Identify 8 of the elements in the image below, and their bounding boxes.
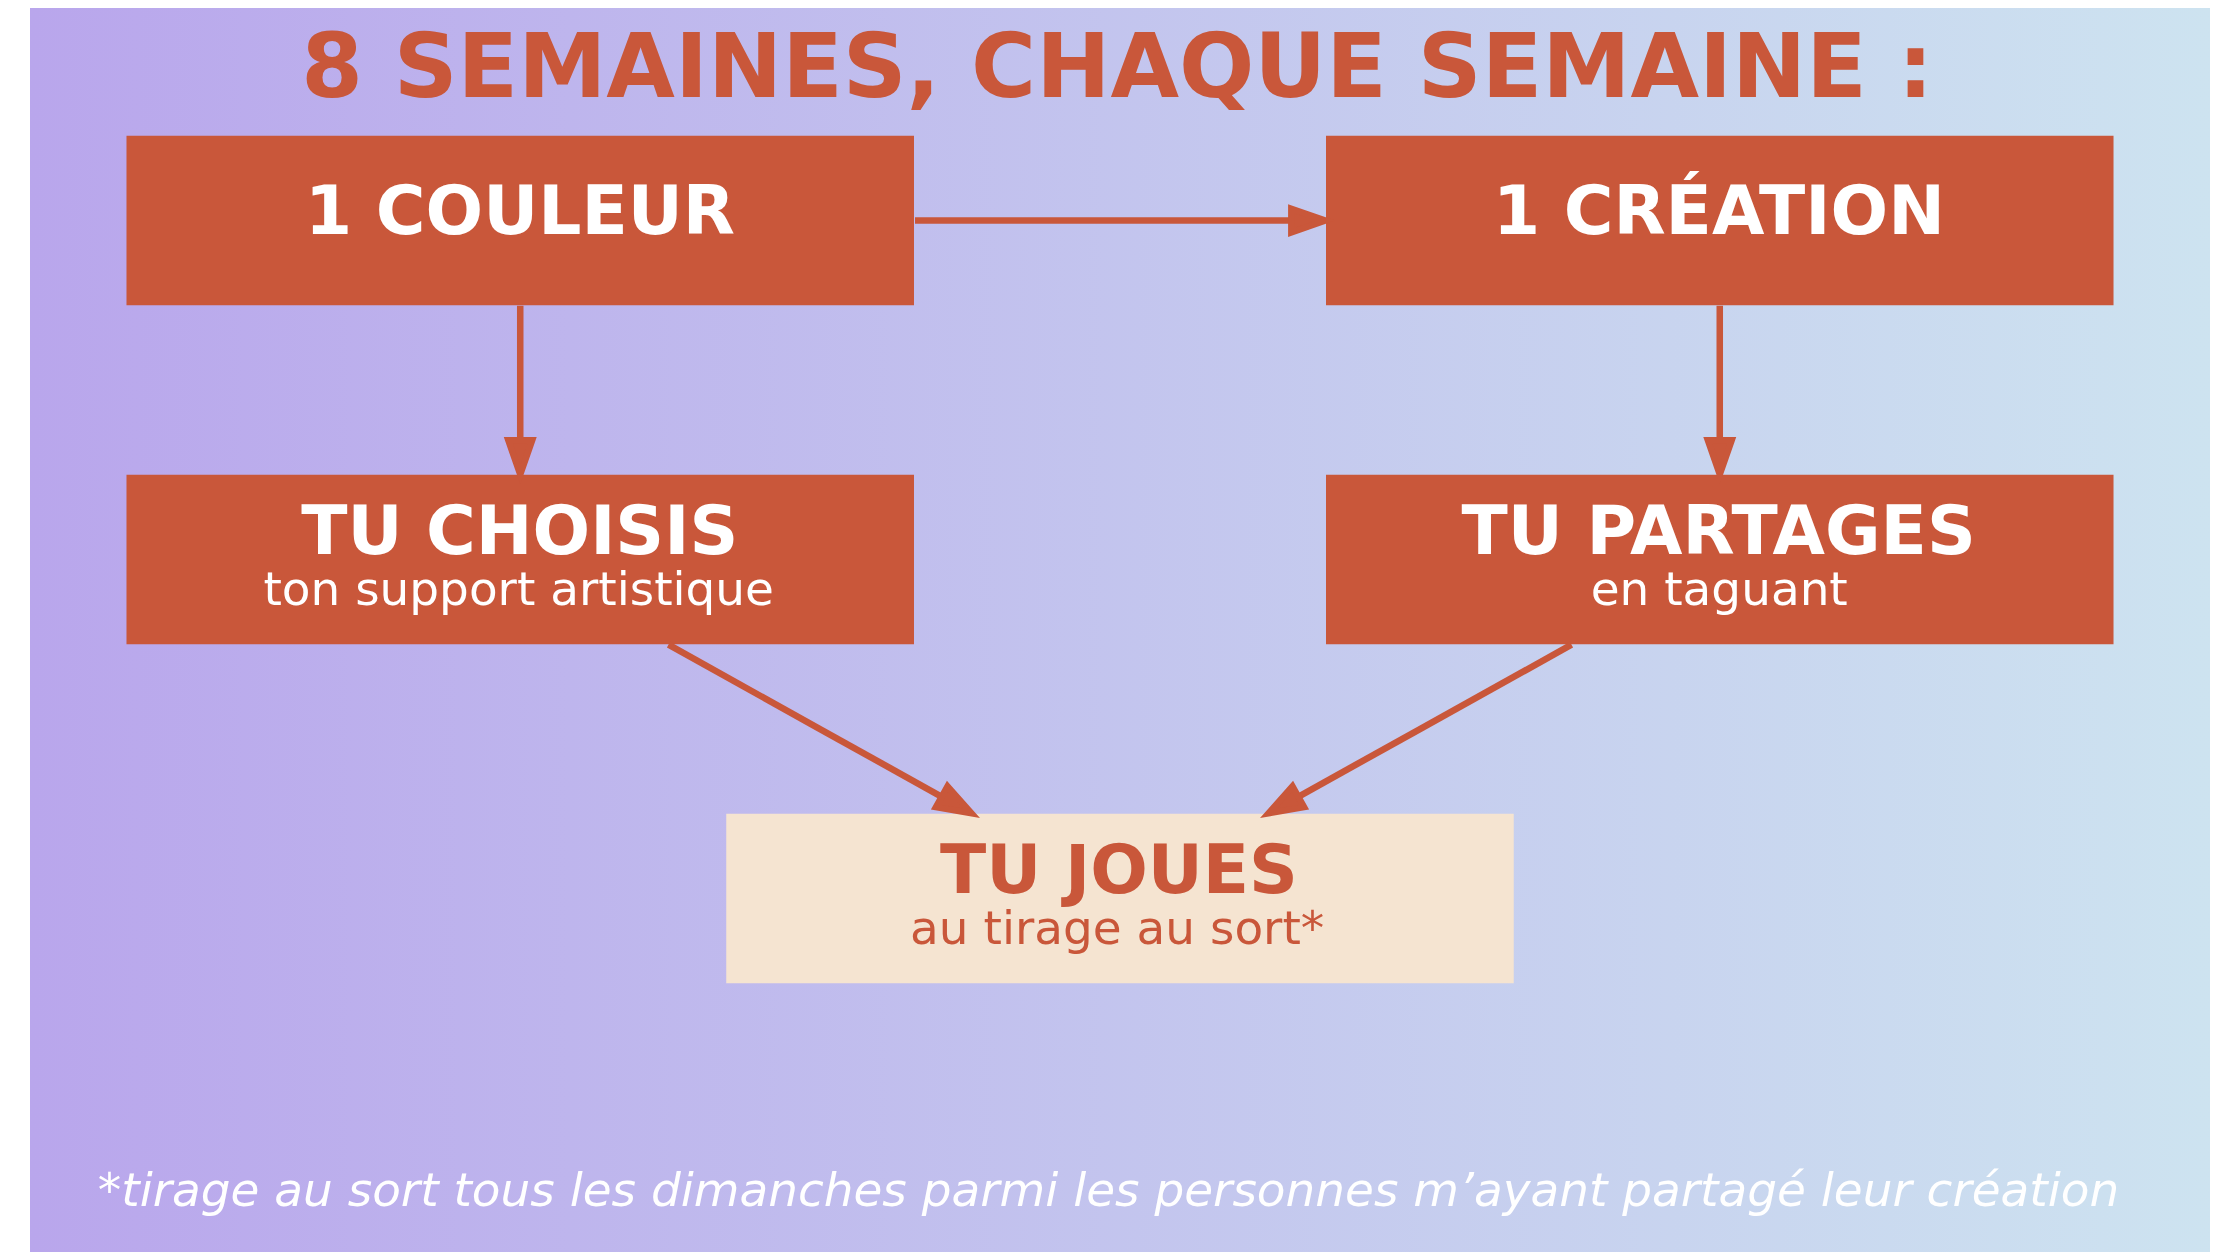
node-box: TU PARTAGES en taguant bbox=[1326, 474, 2114, 645]
diagram-title: 8 SEMAINES, CHAQUE SEMAINE : bbox=[301, 15, 1934, 119]
arrow bbox=[1260, 641, 1574, 819]
arrow bbox=[666, 641, 980, 819]
node-box: 1 CRÉATION bbox=[1326, 135, 2114, 306]
node-box: TU JOUES au tirage au sort* bbox=[726, 813, 1514, 984]
node-box: TU CHOISIS ton support artistique bbox=[126, 474, 914, 645]
node-box: 1 COULEUR bbox=[126, 135, 914, 306]
